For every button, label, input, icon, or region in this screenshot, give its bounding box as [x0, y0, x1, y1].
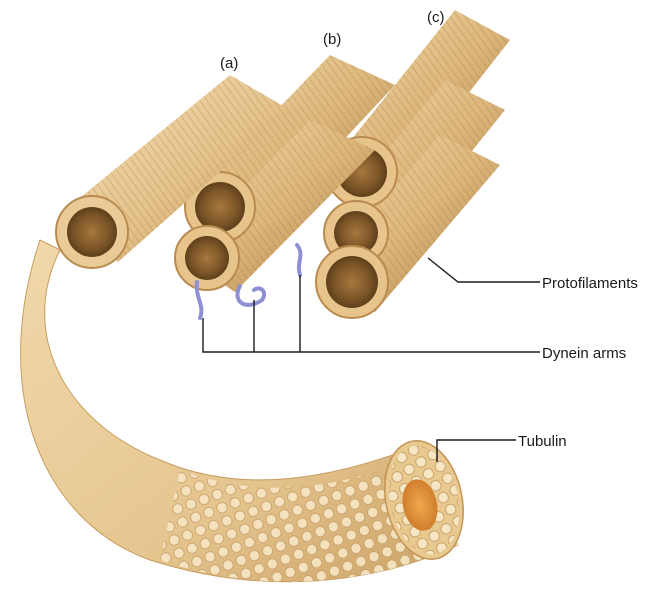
tube-label-a: (a) — [220, 55, 238, 72]
tube-label-b: (b) — [323, 31, 341, 48]
callout-tubulin: Tubulin — [518, 433, 567, 450]
tube-label-c: (c) — [427, 9, 445, 26]
protofilaments-leader — [428, 258, 540, 282]
tubulin-leader — [437, 440, 516, 462]
flagellum-body — [21, 240, 474, 582]
callout-dynein-arms: Dynein arms — [542, 345, 626, 362]
callout-protofilaments: Protofilaments — [542, 275, 638, 292]
